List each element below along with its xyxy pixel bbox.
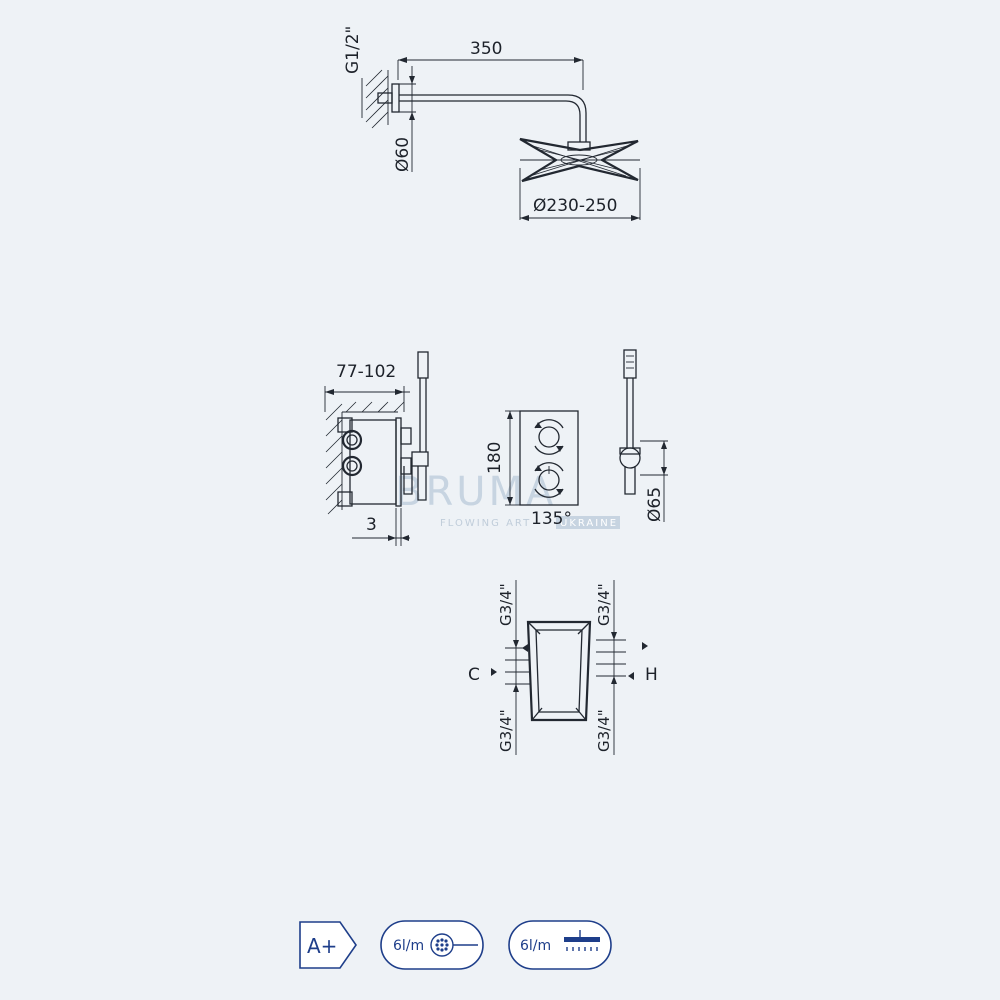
dim-flange-diameter: Ø60 — [393, 137, 413, 172]
watermark-tagline: FLOWING ART — [440, 518, 531, 529]
dim-head-diameter: Ø230-250 — [533, 196, 617, 216]
mixer-front-view: 180 135° — [485, 410, 579, 529]
watermark-region-box — [556, 516, 620, 529]
wall-hatch-side — [325, 401, 405, 515]
dim-wall-depth: 77-102 — [336, 362, 396, 382]
rain-head-drawing — [519, 137, 640, 183]
wall-hatch-top — [365, 69, 389, 129]
shower-arm-view: 350 G1/2" Ø60 Ø230-250 — [343, 26, 641, 221]
cold-label: C — [468, 665, 480, 685]
hot-label: H — [645, 665, 658, 685]
handshower-view: Ø65 — [619, 349, 668, 522]
flow-head-text: 6l/m — [520, 938, 551, 954]
dim-arm-length: 350 — [470, 39, 502, 59]
dim-inlet-thread: G1/2" — [343, 26, 363, 74]
flow-hand-badge: 6l/m — [380, 920, 484, 970]
handshower-icon — [430, 933, 478, 957]
mixer-side-view: 77-102 3 — [324, 351, 429, 546]
dim-holder-diameter: Ø65 — [645, 487, 665, 522]
energy-class-badge: A+ — [299, 921, 357, 969]
install-box-view: G3/4" G3/4" C G3/4" G3/4" H — [468, 580, 658, 755]
energy-class-text: A+ — [307, 934, 337, 958]
dim-plate-gap: 3 — [366, 515, 377, 535]
flow-hand-text: 6l/m — [393, 938, 424, 954]
port-bottom-left: G3/4" — [497, 709, 515, 752]
port-bottom-right: G3/4" — [595, 709, 613, 752]
dim-rotation-angle: 135° — [531, 509, 572, 529]
port-top-left: G3/4" — [497, 583, 515, 626]
watermark-brand: BRUMA — [395, 469, 556, 515]
dim-plate-height: 180 — [485, 442, 505, 474]
rain-shower-icon — [564, 930, 600, 951]
port-top-right: G3/4" — [595, 583, 613, 626]
watermark-region: UKRAINE — [560, 518, 618, 529]
flow-head-badge: 6l/m — [508, 920, 612, 970]
watermark: BRUMA FLOWING ART UKRAINE — [395, 469, 620, 529]
